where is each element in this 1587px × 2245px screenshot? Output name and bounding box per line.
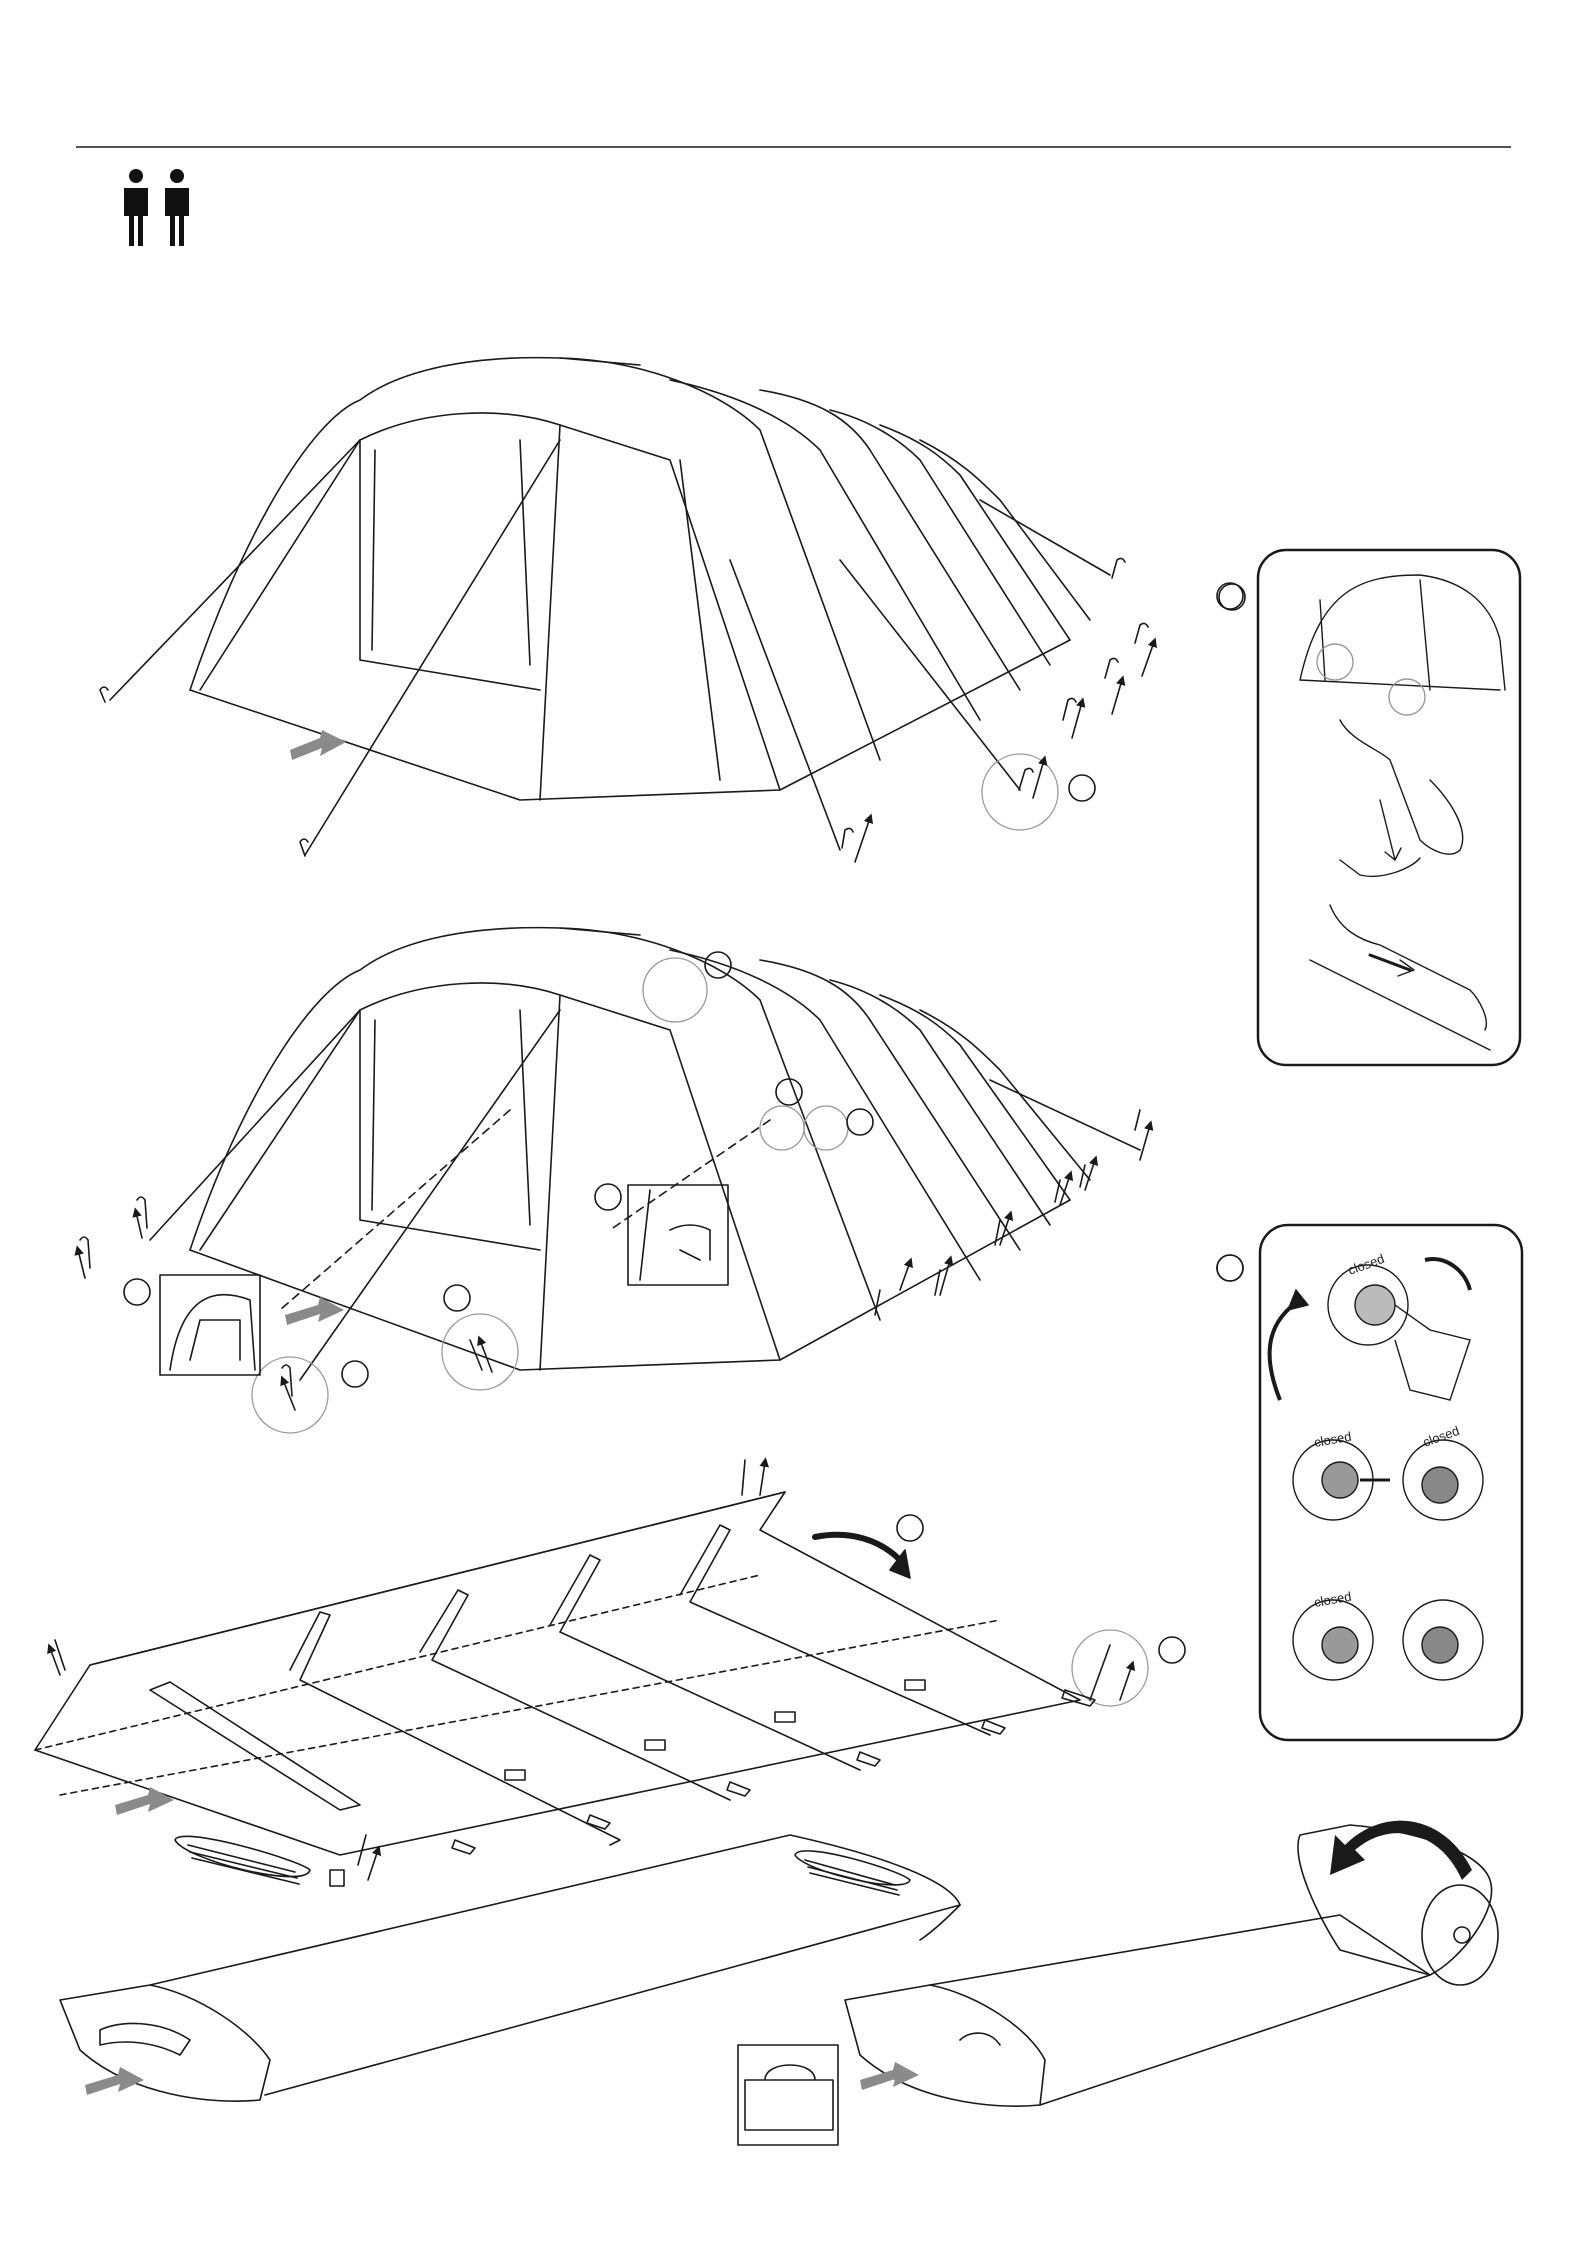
inset-pump-and-valve bbox=[1258, 550, 1520, 1065]
step-2-tent-illustration bbox=[78, 928, 1243, 1433]
pull-arrow-icon bbox=[285, 1297, 344, 1325]
pull-arrow-icon bbox=[115, 1787, 174, 1815]
pump-hand-icon bbox=[1300, 575, 1505, 1050]
roll-arrow-icon bbox=[1330, 1821, 1472, 1880]
step-1-tent-illustration bbox=[100, 358, 1243, 862]
valve-icon bbox=[1270, 1259, 1483, 1680]
valve-label: closed bbox=[1421, 1423, 1461, 1450]
pull-arrow-icon bbox=[290, 730, 346, 760]
pull-arrow-icon bbox=[85, 2067, 144, 2095]
two-persons-icon bbox=[124, 169, 189, 246]
valve-label: closed bbox=[1313, 1429, 1353, 1450]
step-3-fold-illustration bbox=[35, 1460, 1185, 1886]
valve-label: closed bbox=[1313, 1589, 1353, 1610]
step-marker-circle bbox=[1217, 1255, 1243, 1281]
valve-label: closed bbox=[1346, 1251, 1386, 1278]
step-marker-circle bbox=[1219, 584, 1245, 610]
